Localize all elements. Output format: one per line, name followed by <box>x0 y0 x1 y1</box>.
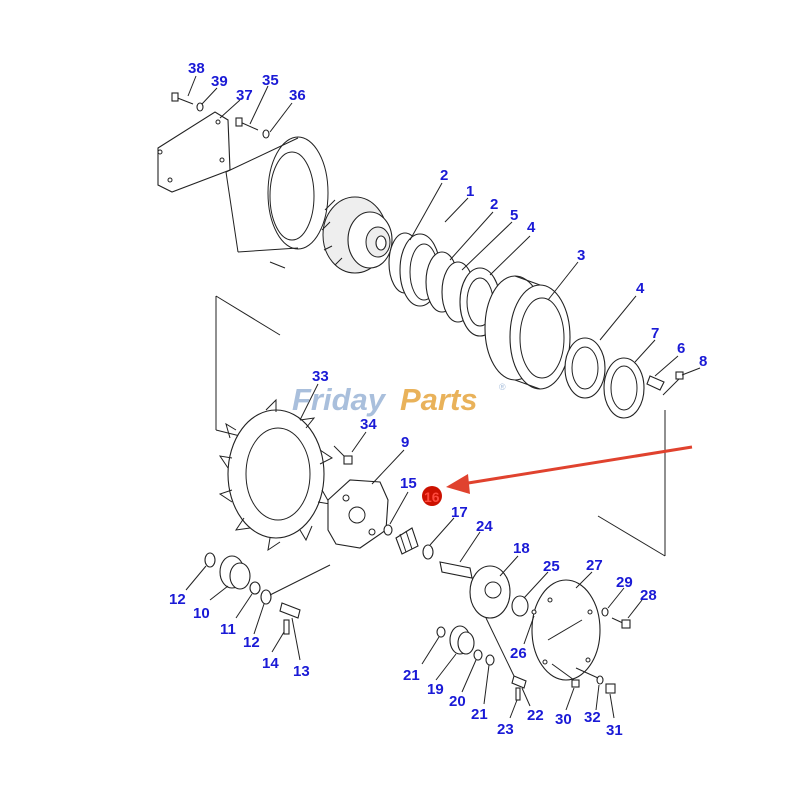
pin-13 <box>269 564 331 661</box>
callout-29: 29 <box>616 574 633 591</box>
leader-lines-top <box>187 75 293 133</box>
callout-17: 17 <box>451 504 468 521</box>
washer-12a <box>185 552 216 591</box>
callout-2b: 2 <box>490 196 498 213</box>
reference-lines <box>215 295 666 557</box>
callout-2a: 2 <box>440 167 448 184</box>
callout-35: 35 <box>262 72 279 89</box>
callout-24: 24 <box>476 518 493 535</box>
callout-3: 3 <box>577 247 585 264</box>
callout-12a: 12 <box>169 591 186 608</box>
callout-34: 34 <box>360 416 377 433</box>
callout-9: 9 <box>401 434 409 451</box>
planet-gear-10 <box>209 555 251 601</box>
travel-motor-assembly <box>321 196 393 274</box>
washer-36 <box>262 129 270 139</box>
callout-5: 5 <box>510 207 518 224</box>
callout-37: 37 <box>236 87 253 104</box>
needle-bearing-16 <box>395 527 419 555</box>
bolt-30 <box>551 663 580 711</box>
callout-7: 7 <box>651 325 659 342</box>
callout-28: 28 <box>640 587 657 604</box>
hub-3 <box>484 275 571 390</box>
callout-11: 11 <box>220 621 236 638</box>
bolt-38 <box>171 92 194 105</box>
thrust-washer-17 <box>422 517 455 560</box>
callout-38: 38 <box>188 60 205 77</box>
shaft-24 <box>439 531 481 579</box>
cover-27 <box>531 571 601 681</box>
bearing-4b <box>564 337 606 399</box>
watermark-text-parts: Parts <box>400 382 478 417</box>
callout-36: 36 <box>289 87 306 104</box>
callout-33: 33 <box>312 368 329 385</box>
callout-21b: 21 <box>471 706 488 723</box>
thrust-ring-25 <box>511 571 549 617</box>
callout-27: 27 <box>586 557 603 574</box>
leader-lines-mid <box>409 182 701 377</box>
cover-plate-37 <box>157 111 231 193</box>
retainer-7 <box>603 357 645 419</box>
washer-32 <box>575 667 604 711</box>
bolt-31 <box>605 683 616 719</box>
callout-10: 10 <box>193 605 210 622</box>
sprocket-33 <box>218 398 333 552</box>
callout-19: 19 <box>427 681 444 698</box>
carrier-9 <box>327 449 405 549</box>
callout-39: 39 <box>211 73 228 90</box>
callout-18: 18 <box>513 540 530 557</box>
washer-39 <box>196 102 204 112</box>
bolt-8 <box>662 371 684 396</box>
callout-12b: 12 <box>243 634 260 651</box>
callout-31: 31 <box>606 722 623 739</box>
planet-gear-19 <box>435 625 475 681</box>
pin-22 <box>485 617 531 707</box>
watermark-text-friday: Friday <box>292 382 387 417</box>
bolt-28 <box>611 599 643 629</box>
callout-numbers: 38 39 35 37 36 2 1 2 5 4 3 4 7 6 8 33 34… <box>169 60 707 739</box>
callout-30: 30 <box>555 711 572 728</box>
callout-26: 26 <box>510 645 527 662</box>
leader-33 <box>299 383 319 421</box>
spring-pin-23 <box>509 687 521 719</box>
callout-20: 20 <box>449 693 466 710</box>
watermark-registered-mark: ® <box>499 382 506 392</box>
callout-4b: 4 <box>636 280 645 297</box>
watermark-logo: Friday Parts ® <box>292 382 506 417</box>
highlight-arrow <box>446 445 693 494</box>
callout-6: 6 <box>677 340 685 357</box>
shim-6 <box>646 375 665 391</box>
bolt-34 <box>333 431 367 465</box>
spring-pin-14 <box>271 619 290 653</box>
callout-4a: 4 <box>527 219 536 236</box>
callout-32: 32 <box>584 709 601 726</box>
pin-15 <box>383 491 409 536</box>
callout-13: 13 <box>293 663 310 680</box>
highlight-marker-label: 16 <box>424 489 440 505</box>
callout-23: 23 <box>497 721 514 738</box>
washer-29 <box>601 587 625 617</box>
sprocket-hub-housing <box>225 136 329 269</box>
washer-21b <box>483 654 495 705</box>
callout-1: 1 <box>466 183 474 200</box>
highlight-marker-16: 16 <box>422 486 442 506</box>
bolt-35 <box>235 117 259 131</box>
callout-25: 25 <box>543 558 560 575</box>
plug-26 <box>523 609 537 645</box>
callout-22: 22 <box>527 707 544 724</box>
needle-bearing-11 <box>235 581 261 619</box>
callout-14: 14 <box>262 655 279 672</box>
needle-bearing-20 <box>461 649 483 693</box>
washer-21a <box>421 626 446 665</box>
callout-21a: 21 <box>403 667 420 684</box>
callout-15: 15 <box>400 475 417 492</box>
washer-12b <box>253 589 272 635</box>
callout-8: 8 <box>699 353 707 370</box>
carrier-18 <box>469 555 519 619</box>
